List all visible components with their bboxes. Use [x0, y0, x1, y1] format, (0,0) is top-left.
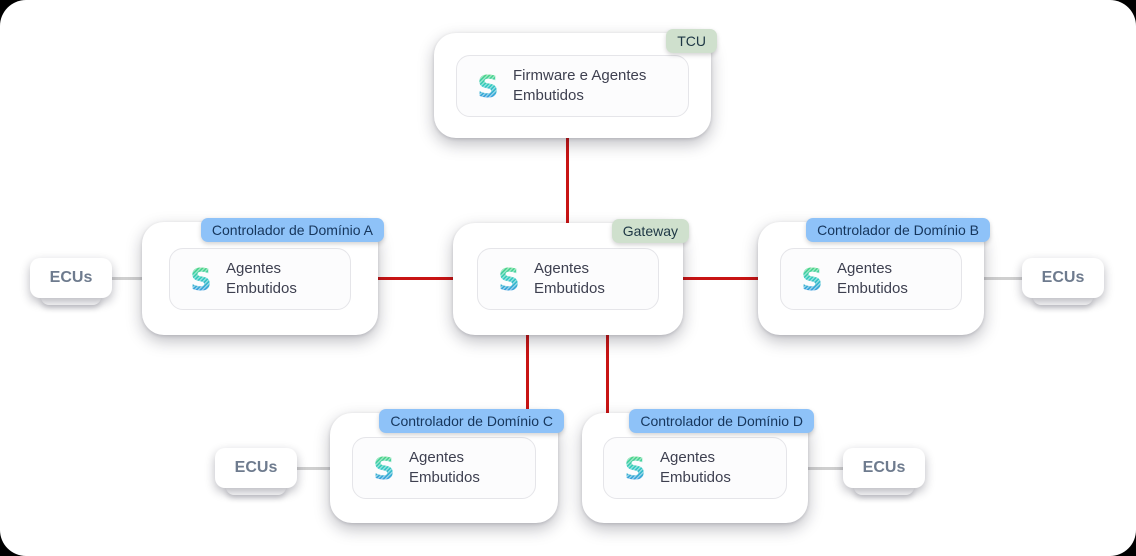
ecus-label: ECUs: [215, 448, 297, 488]
svg-text:S: S: [801, 263, 823, 296]
node-ctrl-d-badge: Controlador de Domínio D: [629, 409, 814, 433]
s-logo-icon: S S: [190, 263, 212, 296]
svg-text:S: S: [373, 452, 395, 485]
node-gateway-badge: Gateway: [611, 219, 689, 243]
s-logo-icon: S S: [373, 452, 395, 485]
connector-ecus-ctrl-c: [295, 467, 332, 470]
svg-text:S: S: [624, 452, 646, 485]
ecus-node-b: ECUs: [1022, 258, 1104, 305]
svg-text:S: S: [373, 452, 395, 485]
svg-text:S: S: [801, 263, 823, 296]
node-ctrl-a-badge: Controlador de Domínio A: [200, 218, 384, 242]
s-logo-icon: S S: [477, 70, 499, 103]
s-logo-icon: S S: [801, 263, 823, 296]
svg-text:S: S: [190, 263, 212, 296]
connector-ctrl-b-ecus: [982, 277, 1024, 280]
connector-gateway-ctrl-b: [681, 277, 760, 280]
connector-ecus-ctrl-a: [110, 277, 144, 280]
ecus-label: ECUs: [843, 448, 925, 488]
ecus-stack-layer: [854, 487, 914, 495]
ecus-node-c: ECUs: [215, 448, 297, 495]
ecus-stack-layer: [41, 297, 101, 305]
node-ctrl-c-badge: Controlador de Domínio C: [379, 409, 564, 433]
svg-text:S: S: [498, 263, 520, 296]
ecus-label: ECUs: [30, 258, 112, 298]
connector-ctrl-a-gateway: [376, 277, 455, 280]
svg-text:S: S: [477, 70, 499, 103]
node-ctrl-b-badge: Controlador de Domínio B: [806, 218, 990, 242]
svg-text:S: S: [477, 70, 499, 103]
ecus-stack-layer: [226, 487, 286, 495]
ecus-label: ECUs: [1022, 258, 1104, 298]
ecus-node-d: ECUs: [843, 448, 925, 495]
s-logo-icon: S S: [624, 452, 646, 485]
svg-text:S: S: [190, 263, 212, 296]
s-logo-icon: S S: [498, 263, 520, 296]
node-tcu-badge: TCU: [666, 29, 717, 53]
svg-text:S: S: [624, 452, 646, 485]
connector-gateway-ctrl-d: [606, 333, 609, 415]
svg-text:S: S: [498, 263, 520, 296]
connector-tcu-gateway: [566, 137, 569, 225]
ecus-stack-layer: [1033, 297, 1093, 305]
ecus-node-a: ECUs: [30, 258, 112, 305]
connector-ctrl-d-ecus: [806, 467, 845, 470]
connector-gateway-ctrl-c: [526, 333, 529, 413]
